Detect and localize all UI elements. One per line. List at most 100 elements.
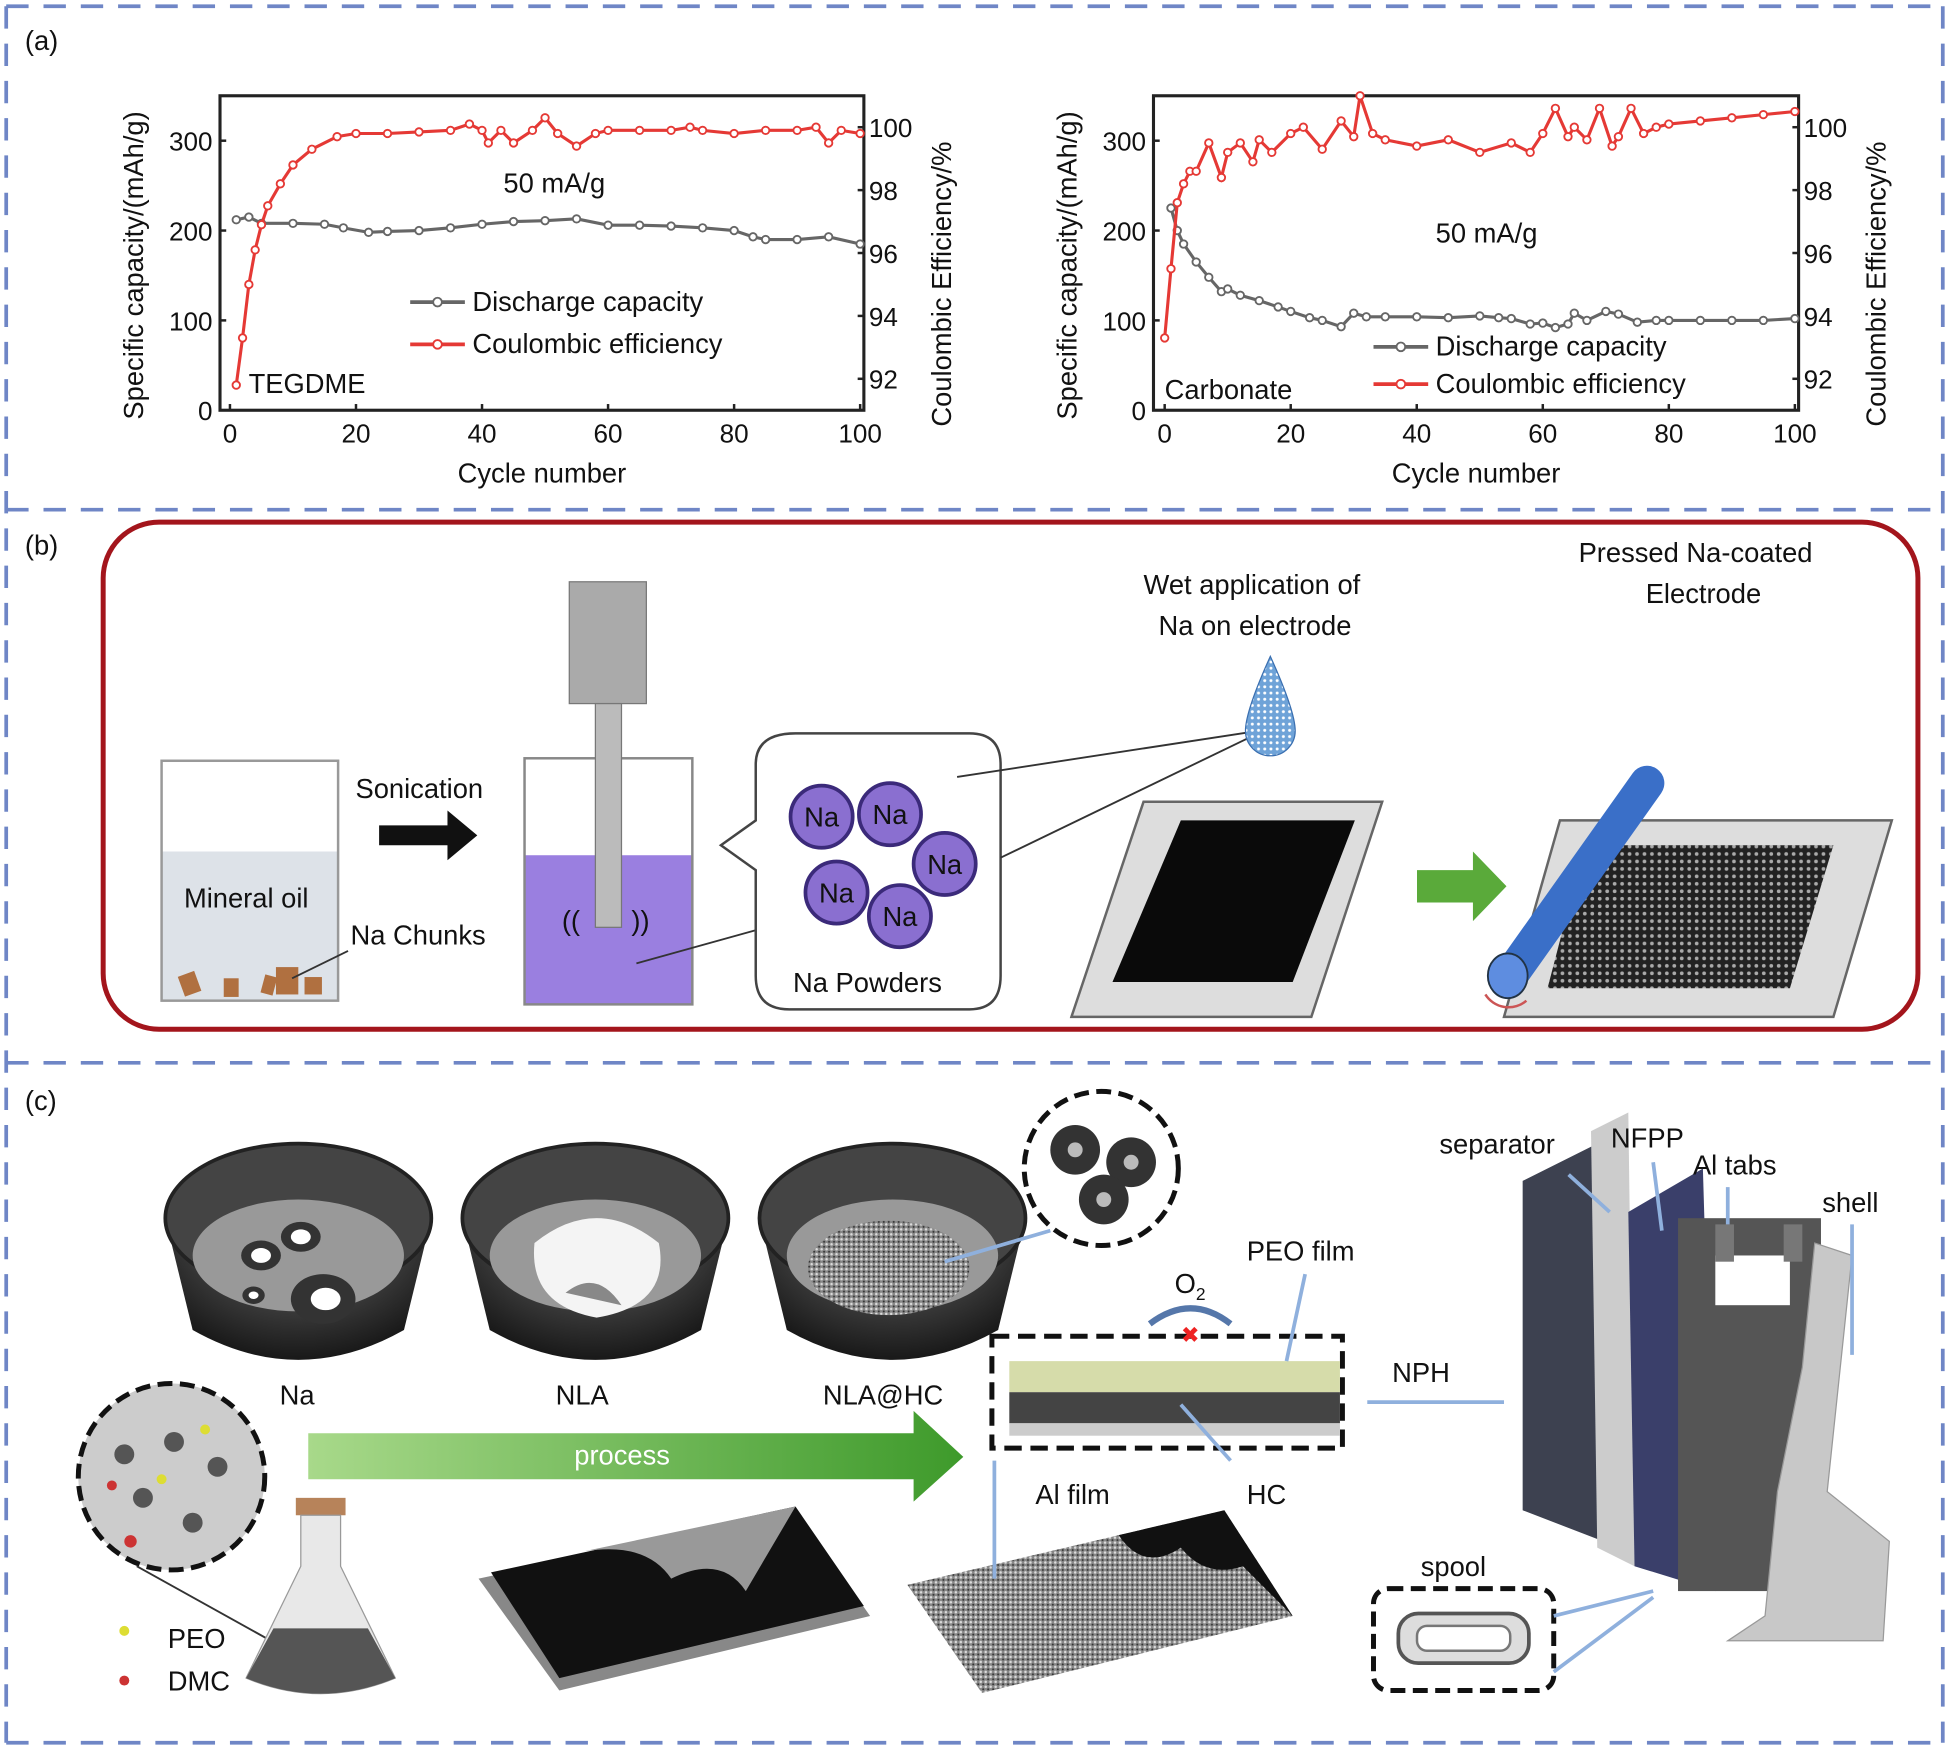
data-point — [1254, 295, 1264, 306]
na-powders-label: Na Powders — [793, 967, 942, 998]
data-point — [634, 125, 645, 136]
data-point — [1582, 315, 1592, 326]
y2-axis-label: Coulombic Efficiency/% — [926, 142, 957, 427]
data-point — [685, 122, 695, 132]
arrow-right-icon — [379, 810, 478, 861]
crucible-na — [163, 1141, 434, 1360]
data-point — [275, 179, 286, 189]
spool-label: spool — [1421, 1551, 1486, 1582]
data-point — [1790, 106, 1800, 117]
panel-frame — [4, 4, 1945, 1745]
data-point — [1248, 157, 1258, 167]
data-point — [1664, 119, 1674, 129]
x-tick-label: 0 — [223, 419, 238, 449]
x-tick-label: 100 — [838, 419, 882, 449]
film-cross-section — [989, 1333, 1345, 1451]
data-point — [1191, 166, 1201, 176]
data-point — [332, 131, 342, 142]
data-point — [1727, 315, 1737, 326]
data-point — [263, 201, 273, 211]
data-point — [1601, 306, 1611, 317]
y2-tick-label: 100 — [1804, 113, 1848, 143]
coated-sheet-1 — [478, 1506, 871, 1691]
nla-hc-crucible-label: NLA@HC — [823, 1380, 943, 1411]
data-point — [1569, 122, 1579, 132]
data-point — [729, 128, 739, 139]
data-point — [1191, 257, 1201, 267]
data-point — [792, 125, 802, 136]
data-point — [1412, 141, 1422, 151]
mineral-oil-label: Mineral oil — [184, 882, 309, 913]
data-point — [508, 138, 519, 148]
mineral-oil-beaker — [160, 759, 340, 1002]
data-point — [1494, 313, 1504, 323]
data-point — [1380, 135, 1390, 145]
y-tick-label: 0 — [198, 396, 213, 426]
panel-b-label: (b) — [25, 529, 58, 560]
data-point — [1758, 315, 1769, 326]
data-point — [1349, 131, 1359, 142]
data-point — [483, 138, 493, 148]
x-tick-label: 60 — [594, 419, 623, 449]
shell-label: shell — [1822, 1187, 1878, 1218]
na-particle — [866, 883, 933, 950]
wet-application-line2: Na on electrode — [1158, 610, 1351, 641]
data-point — [1298, 122, 1308, 132]
data-point — [697, 125, 708, 136]
data-point — [1506, 138, 1516, 148]
data-point — [634, 220, 645, 230]
rate-label: 50 mA/g — [1436, 217, 1538, 248]
data-point — [1475, 311, 1485, 321]
y-tick-label: 300 — [1102, 127, 1146, 157]
y-tick-label: 0 — [1132, 396, 1147, 426]
data-point — [1525, 319, 1535, 329]
data-point — [1216, 172, 1227, 183]
x-tick-label: 40 — [1402, 419, 1431, 449]
data-point — [1638, 128, 1649, 139]
data-point — [811, 122, 821, 132]
data-point — [1349, 308, 1359, 318]
pressed-electrode-line1: Pressed Na-coated — [1579, 537, 1813, 568]
data-point — [527, 125, 538, 136]
y2-tick-label: 100 — [869, 113, 913, 143]
electrolyte-label: TEGDME — [249, 368, 366, 399]
data-point — [307, 144, 317, 154]
x-axis-label: Cycle number — [1392, 457, 1561, 488]
data-point — [1166, 203, 1176, 213]
data-point — [1317, 144, 1327, 154]
crucible-nla-hc — [757, 1141, 1028, 1360]
data-point — [477, 125, 487, 136]
data-point — [1613, 131, 1624, 142]
y2-tick-label: 94 — [1804, 302, 1833, 332]
data-point — [1443, 313, 1453, 323]
y2-tick-label: 98 — [869, 176, 898, 206]
legend-marker — [432, 339, 443, 350]
data-point — [1582, 135, 1592, 145]
legend-marker — [1395, 341, 1407, 353]
data-point — [1695, 315, 1706, 326]
na-particle-label: Na — [882, 901, 918, 932]
data-point — [1235, 290, 1245, 300]
panel-a-label: (a) — [25, 25, 58, 56]
peo-molecule-icon — [119, 1625, 130, 1636]
data-point — [729, 225, 739, 236]
data-point — [1380, 312, 1390, 322]
legend-label: Discharge capacity — [472, 286, 703, 317]
data-point — [1550, 103, 1561, 114]
pointer-arrows — [1567, 1162, 1854, 1355]
data-point — [288, 160, 298, 170]
data-point — [508, 216, 519, 227]
al-film-label: Al film — [1035, 1479, 1109, 1510]
nfpp-label: NFPP — [1611, 1122, 1684, 1153]
legend-marker — [432, 296, 443, 308]
y2-tick-label: 92 — [869, 365, 898, 395]
droplet-icon — [1244, 654, 1296, 757]
data-point — [1160, 333, 1170, 343]
data-point — [571, 214, 582, 224]
x-tick-label: 20 — [341, 419, 370, 449]
spool-zoom — [1371, 1586, 1655, 1694]
data-point — [382, 226, 393, 237]
na-particle-label: Na — [804, 802, 840, 833]
